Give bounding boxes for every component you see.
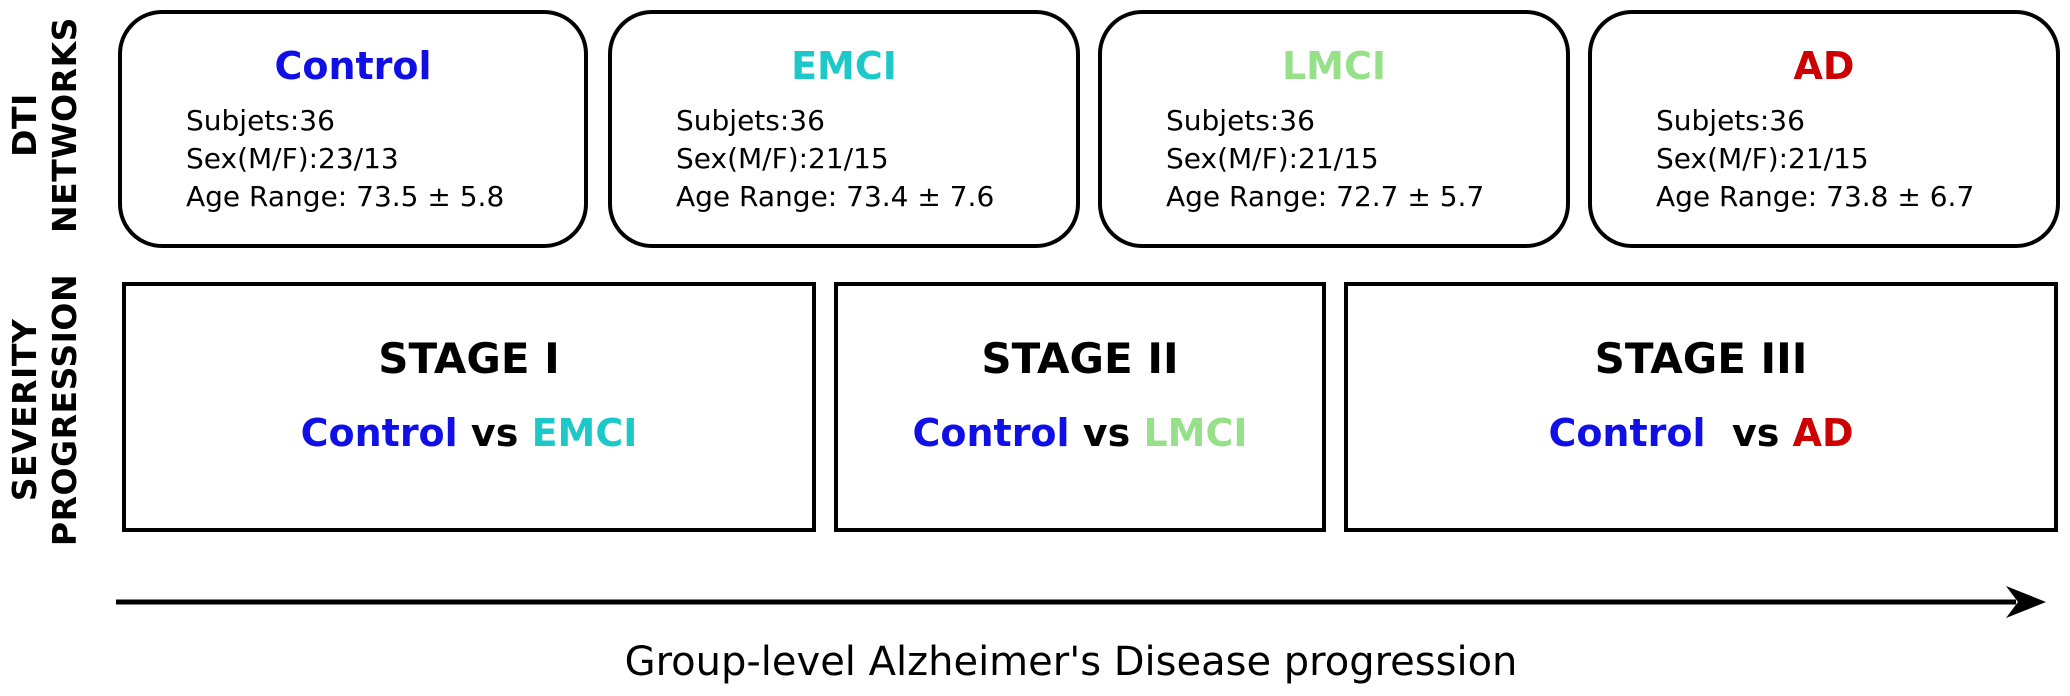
severity-progression-row-label: SEVERITY PROGRESSION: [0, 270, 90, 550]
group-title: Control: [274, 44, 432, 88]
arrow-head-icon: [2006, 586, 2046, 618]
group-box-emci: EMCI Subjets:36 Sex(M/F):21/15 Age Range…: [608, 10, 1080, 248]
progression-arrow: [116, 586, 2046, 618]
comparison-left-group: Control: [300, 411, 458, 455]
stage-comparison: Control vs AD: [1348, 410, 2054, 456]
dti-label-line-1: DTI: [5, 93, 44, 157]
progression-caption: Group-level Alzheimer's Disease progress…: [624, 639, 1518, 685]
group-info: Subjets:36 Sex(M/F):21/15 Age Range: 72.…: [1166, 102, 1484, 216]
group-box-control: Control Subjets:36 Sex(M/F):23/13 Age Ra…: [118, 10, 588, 248]
stage-title: STAGE I: [378, 334, 560, 383]
group-sex: Sex(M/F):21/15: [676, 142, 889, 175]
group-age: Age Range: 72.7 ± 5.7: [1166, 180, 1485, 213]
stage-title: STAGE III: [1594, 334, 1808, 383]
stage-box-2: STAGE II Control vs LMCI: [834, 282, 1326, 532]
comparison-right-group: LMCI: [1143, 411, 1248, 455]
comparison-right-group: AD: [1792, 411, 1854, 455]
group-subjects: Subjets:36: [676, 104, 825, 137]
group-title: LMCI: [1281, 44, 1387, 88]
group-info: Subjets:36 Sex(M/F):21/15 Age Range: 73.…: [1656, 102, 1974, 216]
stage-title: STAGE II: [981, 334, 1179, 383]
severity-label-line-2: PROGRESSION: [45, 273, 85, 547]
group-age: Age Range: 73.8 ± 6.7: [1656, 180, 1975, 213]
comparison-left-group: Control: [912, 411, 1070, 455]
stage-box-1: STAGE I Control vs EMCI: [122, 282, 816, 532]
group-subjects: Subjets:36: [1656, 104, 1805, 137]
group-age: Age Range: 73.4 ± 7.6: [676, 180, 995, 213]
group-sex: Sex(M/F):23/13: [186, 142, 399, 175]
stage-comparison: Control vs LMCI: [838, 410, 1322, 456]
comparison-vs: vs: [457, 411, 532, 455]
group-age: Age Range: 73.5 ± 5.8: [186, 180, 505, 213]
group-subjects: Subjets:36: [186, 104, 335, 137]
stage-comparison: Control vs EMCI: [126, 410, 812, 456]
group-title: EMCI: [791, 44, 897, 88]
comparison-vs: vs: [1705, 411, 1793, 455]
group-sex: Sex(M/F):21/15: [1656, 142, 1869, 175]
group-box-lmci: LMCI Subjets:36 Sex(M/F):21/15 Age Range…: [1098, 10, 1570, 248]
group-info: Subjets:36 Sex(M/F):23/13 Age Range: 73.…: [186, 102, 504, 216]
comparison-right-group: EMCI: [531, 411, 638, 455]
comparison-vs: vs: [1069, 411, 1144, 455]
group-info: Subjets:36 Sex(M/F):21/15 Age Range: 73.…: [676, 102, 994, 216]
group-box-ad: AD Subjets:36 Sex(M/F):21/15 Age Range: …: [1588, 10, 2060, 248]
dti-label-line-2: NETWORKS: [45, 17, 84, 233]
group-sex: Sex(M/F):21/15: [1166, 142, 1379, 175]
severity-label-line-1: SEVERITY: [5, 318, 45, 502]
stage-box-3: STAGE III Control vs AD: [1344, 282, 2058, 532]
dti-networks-row-label: DTI NETWORKS: [0, 0, 90, 250]
comparison-left-group: Control: [1548, 411, 1706, 455]
group-title: AD: [1793, 44, 1855, 88]
group-subjects: Subjets:36: [1166, 104, 1315, 137]
